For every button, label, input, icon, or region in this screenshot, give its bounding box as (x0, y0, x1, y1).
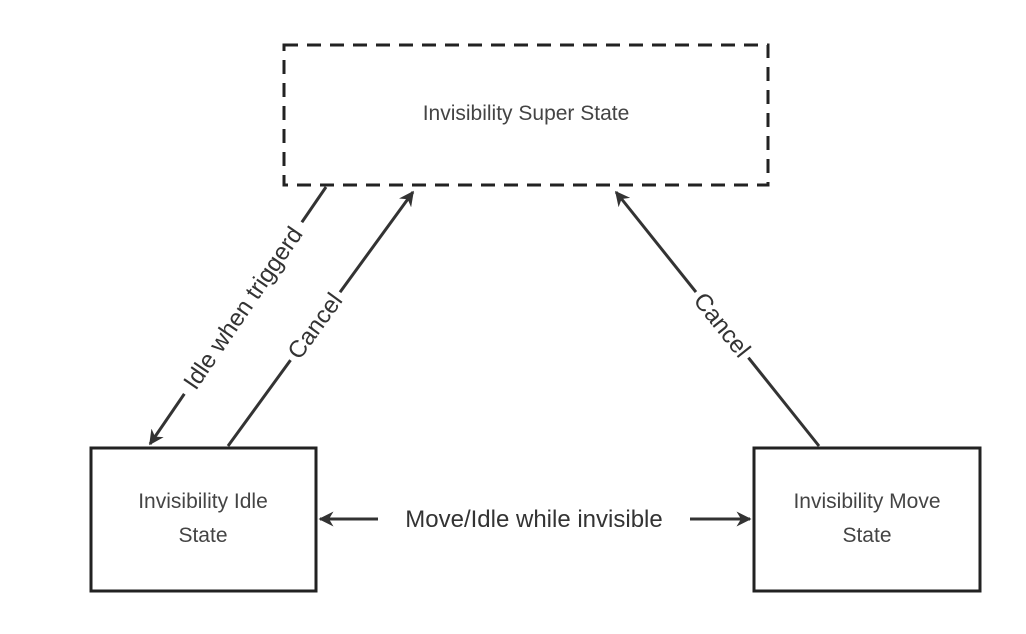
edge-idle-cancel[interactable]: Cancel (226, 190, 415, 447)
edge-move-cancel[interactable]: Cancel (614, 190, 821, 447)
edge-move-idle-label: Move/Idle while invisible (405, 506, 662, 533)
idle-state-label-line1: Invisibility Idle (138, 490, 268, 513)
super-state-node[interactable]: Invisibility Super State (282, 43, 770, 187)
edge-idle-cancel-label-bg (277, 282, 353, 370)
super-state-label: Invisibility Super State (423, 102, 630, 125)
edge-idle-when-triggered-label: Idle when triggerd (178, 222, 308, 395)
edge-move-idle-label-bg (378, 502, 690, 536)
move-state-label-line2: State (842, 524, 891, 547)
super-state-box (282, 43, 770, 187)
edge-move-idle[interactable]: Move/Idle while invisible (318, 502, 752, 536)
edge-idle-when-triggered[interactable]: Idle when triggerd (148, 186, 328, 446)
edge-idle-when-triggered-label-bg (171, 213, 315, 403)
move-state-box (752, 446, 982, 593)
edge-move-cancel-label-bg (683, 282, 761, 368)
move-state-label-line1: Invisibility Move (793, 490, 940, 513)
idle-state-label-line2: State (178, 524, 227, 547)
idle-state-box (89, 446, 318, 593)
idle-state-node[interactable]: Invisibility Idle State (89, 446, 318, 593)
move-state-node[interactable]: Invisibility Move State (752, 446, 982, 593)
